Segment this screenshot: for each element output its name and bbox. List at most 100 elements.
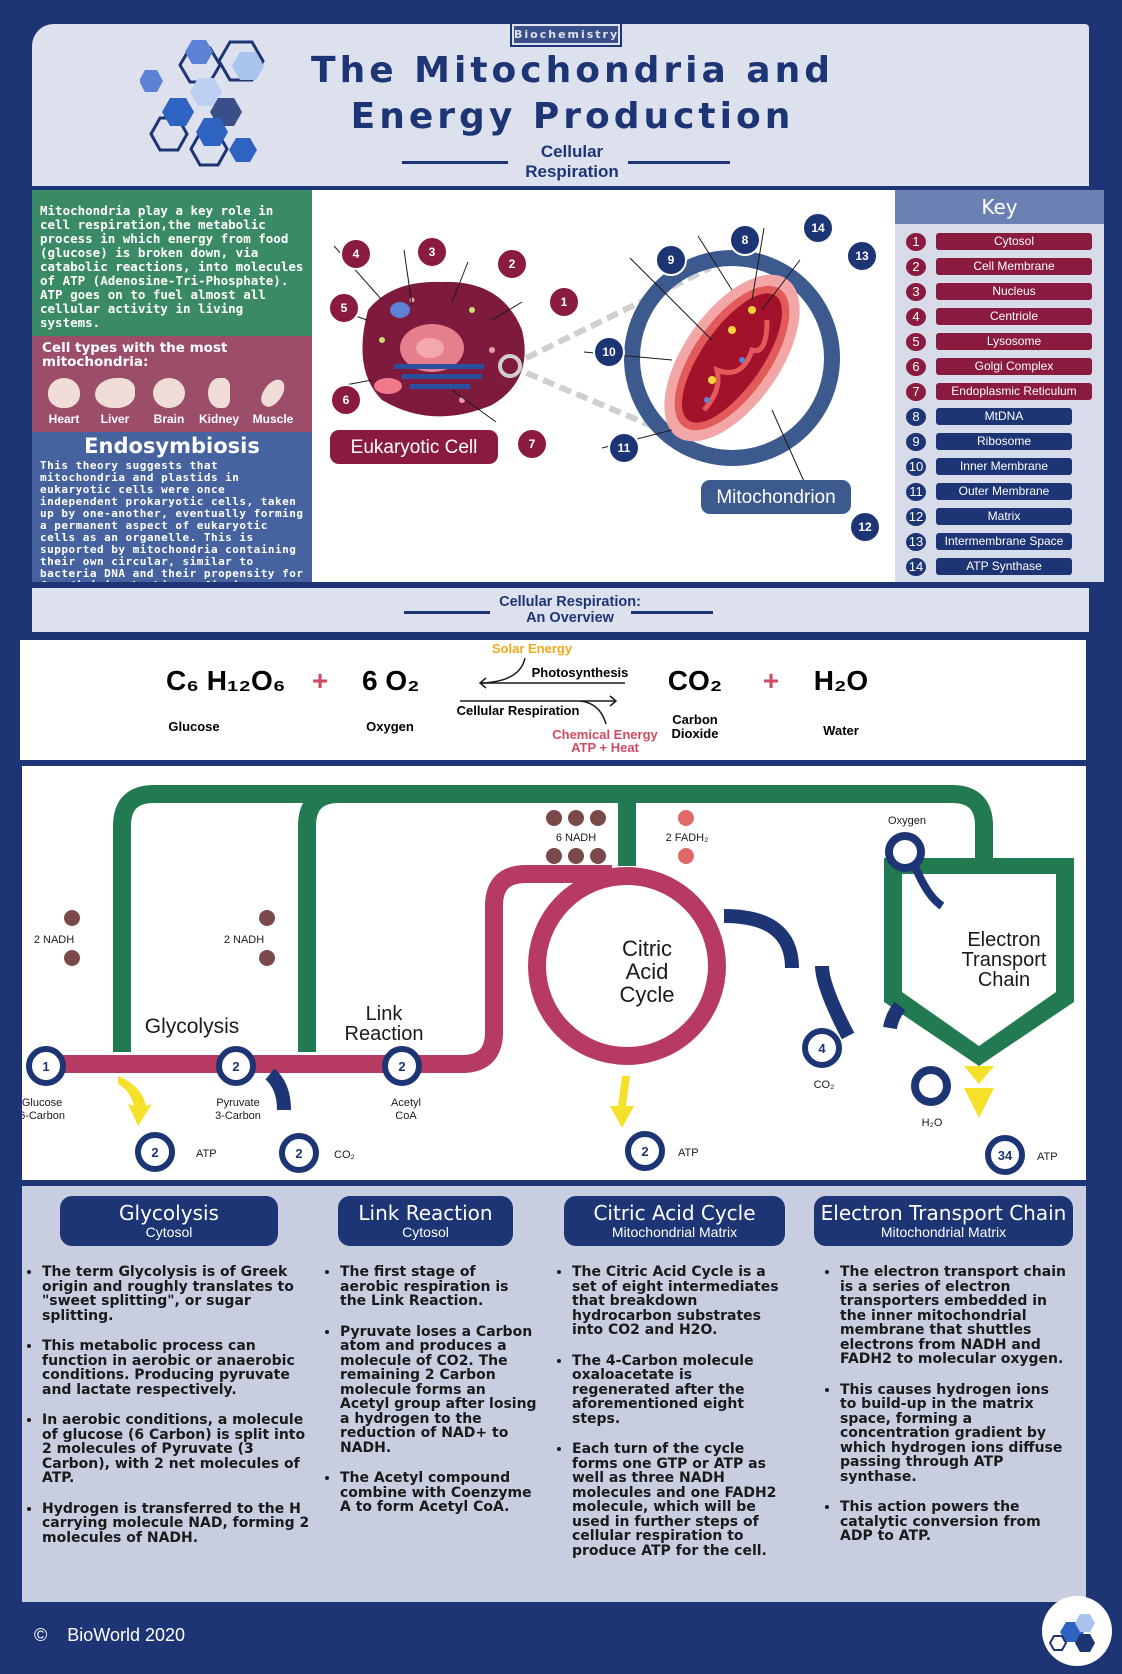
svg-text:Glucose: Glucose [168, 719, 219, 734]
subtitle: Cellular Respiration [525, 142, 619, 181]
svg-text:CO₂: CO₂ [334, 1149, 355, 1161]
etc-atp-node: 34 [985, 1135, 1025, 1175]
section-link-bullets: The first stage of aerobic respiration i… [326, 1265, 538, 1531]
svg-text:Pyruvate: Pyruvate [216, 1097, 259, 1109]
divider [631, 611, 713, 614]
key-label: Lysosome [936, 333, 1092, 350]
marker-6: 6 [330, 384, 362, 416]
divider [628, 161, 730, 164]
svg-text:Carbon: Carbon [672, 712, 718, 727]
svg-text:ATP: ATP [196, 1148, 217, 1160]
svg-text:2: 2 [232, 1059, 239, 1074]
overview-title: Cellular Respiration: An Overview [499, 594, 641, 626]
svg-text:Solar Energy: Solar Energy [492, 641, 573, 656]
respiration-equation: C₆ H₁₂O₆ Glucose + 6 O₂ Oxygen Solar Ene… [166, 641, 868, 755]
key-number: 1 [906, 233, 926, 251]
marker-11: 11 [608, 432, 640, 464]
marker-9: 9 [655, 244, 687, 276]
svg-text:Mitochondrion: Mitochondrion [716, 487, 835, 508]
key-number: 8 [906, 408, 926, 426]
bioworld-logo-icon [1042, 1596, 1112, 1666]
intro-text: Mitochondria play a key role in cell res… [32, 190, 312, 336]
key-label: Matrix [936, 508, 1072, 525]
svg-text:Glucose: Glucose [22, 1097, 62, 1109]
svg-text:CO₂: CO₂ [814, 1079, 835, 1091]
key-label: Cell Membrane [936, 258, 1092, 275]
marker-2: 2 [496, 248, 528, 280]
svg-text:ATP: ATP [1037, 1151, 1058, 1163]
category-tag: Biochemistry [510, 22, 622, 47]
marker-8: 8 [729, 224, 761, 256]
svg-text:14: 14 [811, 221, 825, 235]
svg-text:Glycolysis: Glycolysis [145, 1015, 240, 1038]
svg-text:6: 6 [343, 393, 350, 407]
details-panel [22, 1186, 1086, 1602]
svg-text:Reaction: Reaction [345, 1023, 424, 1045]
key-label: Endoplasmic Reticulum [936, 383, 1092, 400]
eukaryotic-cell-icon [362, 281, 525, 417]
svg-text:Acetyl: Acetyl [391, 1097, 421, 1109]
key-label: Nucleus [936, 283, 1092, 300]
svg-text:ATP: ATP [678, 1147, 699, 1159]
key-number: 7 [906, 383, 926, 401]
svg-text:3: 3 [429, 245, 436, 259]
svg-text:Photosynthesis: Photosynthesis [532, 665, 629, 680]
endosymbiosis-title: Endosymbiosis [84, 434, 260, 458]
key-label: Intermembrane Space [936, 533, 1072, 550]
endosymbiosis-text: This theory suggests that mitochondria a… [40, 459, 304, 583]
key-number: 14 [906, 558, 926, 576]
key-number: 10 [906, 458, 926, 476]
divider [402, 161, 508, 164]
co2-formula: CO₂ [668, 665, 722, 696]
oxygen-formula: 6 O₂ [362, 665, 420, 696]
link-co2-node: 2 [279, 1133, 319, 1173]
svg-text:CoA: CoA [395, 1110, 417, 1122]
svg-text:2: 2 [295, 1146, 302, 1161]
key-label: Inner Membrane [936, 458, 1072, 475]
marker-14: 14 [802, 212, 834, 244]
svg-text:Chemical Energy: Chemical Energy [552, 727, 658, 742]
divider [20, 760, 1086, 764]
cell-types-title: Cell types with the most mitochondria: [42, 340, 228, 370]
svg-text:Chain: Chain [978, 969, 1030, 991]
eukaryotic-cell-label: Eukaryotic Cell [330, 430, 498, 464]
marker-1: 1 [548, 286, 580, 318]
svg-text:11: 11 [618, 441, 631, 455]
muscle-icon: Muscle [248, 375, 298, 426]
pyruvate-node: 2 [216, 1046, 256, 1086]
mitochondrion-icon [624, 250, 840, 466]
co2-node: 4 [802, 1028, 842, 1068]
svg-text:12: 12 [858, 520, 872, 534]
marker-12: 12 [849, 511, 881, 543]
plus-sign: + [312, 665, 328, 696]
svg-text:13: 13 [855, 249, 869, 263]
divider [404, 611, 490, 614]
svg-text:2: 2 [641, 1144, 648, 1159]
svg-text:H₂O: H₂O [922, 1117, 943, 1129]
svg-text:+: + [763, 665, 779, 696]
svg-text:2: 2 [509, 257, 516, 271]
marker-7: 7 [516, 428, 548, 460]
etc-funnel-icon [884, 858, 1074, 1066]
svg-text:Oxygen: Oxygen [888, 815, 926, 827]
svg-text:6-Carbon: 6-Carbon [22, 1110, 65, 1122]
heart-icon: Heart [39, 378, 89, 426]
acetyl-node: 2 [382, 1046, 422, 1086]
svg-text:10: 10 [602, 345, 616, 359]
key-label: Outer Membrane [936, 483, 1072, 500]
svg-text:ATP + Heat: ATP + Heat [571, 740, 639, 755]
svg-text:Cycle: Cycle [619, 982, 674, 1007]
key-number: 13 [906, 533, 926, 551]
svg-text:4: 4 [818, 1041, 826, 1056]
brain-icon: Brain [144, 378, 194, 426]
svg-text:Water: Water [823, 723, 859, 738]
marker-13: 13 [846, 240, 878, 272]
svg-text:8: 8 [742, 233, 749, 247]
respiration-pathway-diagram: 1 2 2 4 2 2 2 34 Glycolysis Link Reactio… [22, 785, 1074, 1175]
key-number: 9 [906, 433, 926, 451]
svg-text:Electron: Electron [967, 929, 1040, 951]
svg-text:2 FADH₂: 2 FADH₂ [666, 832, 709, 844]
